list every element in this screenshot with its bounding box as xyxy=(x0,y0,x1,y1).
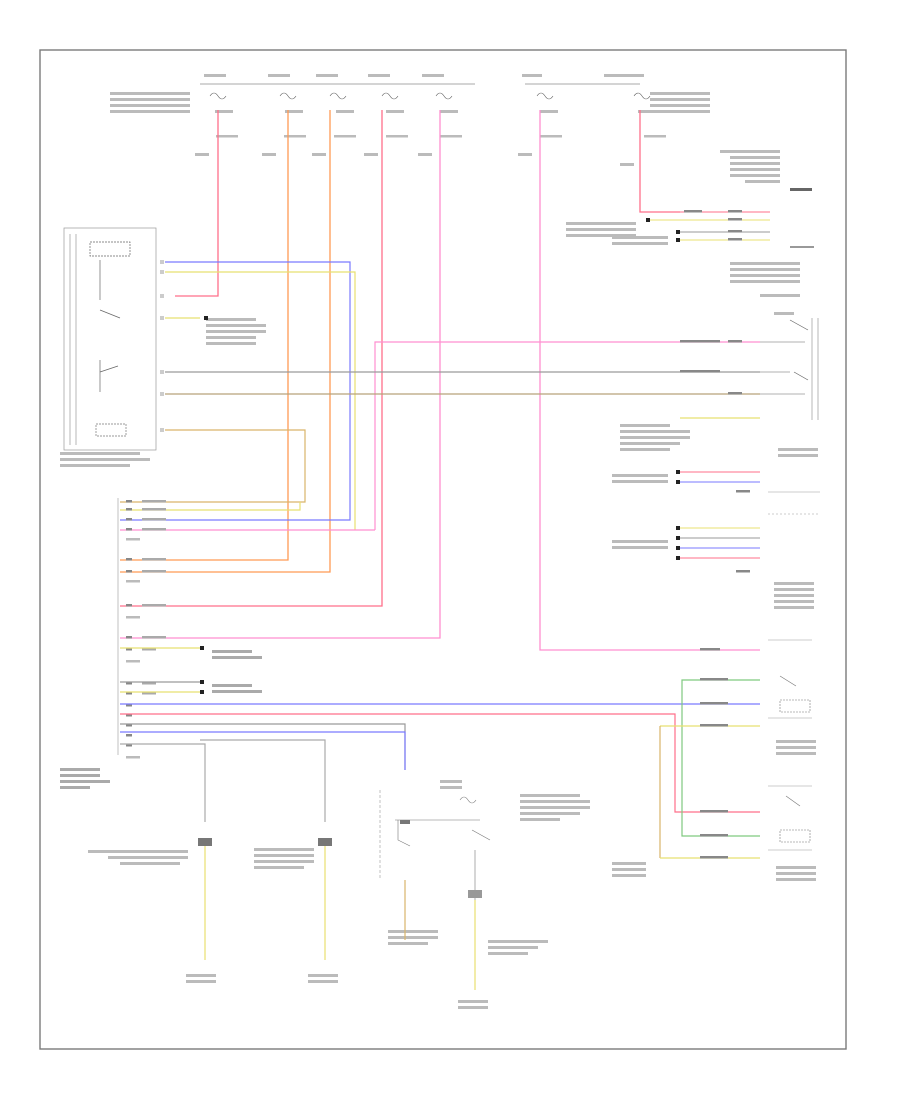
ground-wires xyxy=(204,846,476,990)
switch-module-left xyxy=(63,227,157,451)
wire-gray-2 xyxy=(120,743,206,822)
mid-wires xyxy=(120,261,760,531)
fuse-labels-top xyxy=(110,74,710,166)
relay-bottom xyxy=(379,790,491,900)
wire-pink-1 xyxy=(120,110,441,639)
connector-group-mid-right-labels xyxy=(612,448,818,609)
module-top-right xyxy=(646,211,770,242)
components-right-lower xyxy=(768,639,812,851)
wire-orange-1 xyxy=(120,110,289,561)
wire-yellow-top xyxy=(165,271,356,530)
connector-group-mid-right xyxy=(676,470,820,560)
wire-red-1 xyxy=(175,110,219,297)
switch-module-right xyxy=(760,318,819,420)
left-terminals xyxy=(160,260,208,432)
components-right-lower-labels xyxy=(612,648,816,881)
wire-red-long xyxy=(120,713,760,813)
wire-orange-2 xyxy=(120,110,331,573)
wire-red-2 xyxy=(120,110,383,607)
wire-gray-3 xyxy=(200,739,326,822)
wire-blue-top xyxy=(120,261,351,521)
diagram-frame xyxy=(39,49,847,1050)
module-connector-left-pins xyxy=(126,500,140,759)
switch-module-left-labels xyxy=(60,318,266,467)
wire-yellow-3 xyxy=(120,502,301,511)
module-connector-left-wirelabels xyxy=(60,500,262,789)
relay-bottom-labels xyxy=(388,780,590,955)
ground-labels xyxy=(88,848,488,1009)
fuse-feed-wires xyxy=(120,110,760,651)
wire-tan-2 xyxy=(120,429,306,503)
wire-blue-short xyxy=(120,731,406,770)
wire-gray-long xyxy=(120,723,406,770)
ground-connectors xyxy=(198,820,482,898)
wire-pink-2 xyxy=(539,110,760,651)
wire-red-3 xyxy=(639,110,680,213)
module-top-right-labels xyxy=(566,150,814,248)
wire-pink-long xyxy=(374,341,760,530)
switch-module-right-labels xyxy=(620,262,800,451)
fuse-group-top xyxy=(200,83,651,100)
lower-wires xyxy=(120,646,760,859)
